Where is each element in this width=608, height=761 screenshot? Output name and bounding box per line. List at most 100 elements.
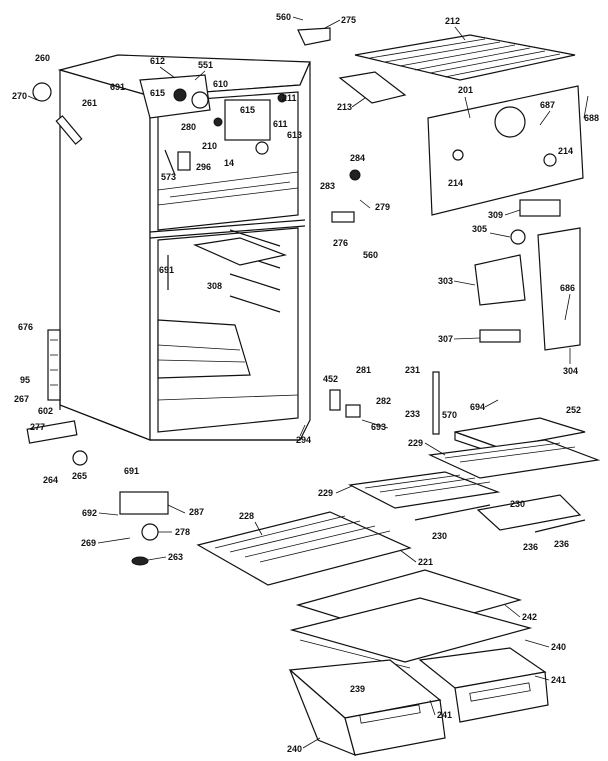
callout-304: 304 (563, 366, 578, 376)
callout-236a: 236 (523, 542, 538, 552)
control-panel-304 (537, 227, 581, 351)
shelf-229-upper (427, 439, 601, 479)
callout-263: 263 (168, 552, 183, 562)
callout-283: 283 (320, 181, 335, 191)
callout-267: 267 (14, 394, 29, 404)
callout-692: 692 (82, 508, 97, 518)
callout-694: 694 (470, 402, 485, 412)
ice-tray-213 (338, 71, 407, 104)
knob-305 (510, 229, 526, 245)
bracket-307 (479, 329, 521, 343)
callout-613: 613 (287, 130, 302, 140)
drawer-236 (476, 494, 582, 531)
rail-230 (414, 504, 491, 521)
callout-560b: 560 (363, 250, 378, 260)
callout-252: 252 (566, 405, 581, 415)
callout-239: 239 (350, 684, 365, 694)
callout-213: 213 (337, 102, 352, 112)
cabinet (47, 54, 311, 441)
callout-233: 233 (405, 409, 420, 419)
bracket-282 (345, 404, 361, 418)
bracket-452 (329, 389, 341, 411)
callout-275: 275 (341, 15, 356, 25)
callout-570: 570 (442, 410, 457, 420)
callout-687: 687 (540, 100, 555, 110)
callout-686: 686 (560, 283, 575, 293)
callout-284: 284 (350, 153, 365, 163)
callout-261: 261 (82, 98, 97, 108)
callout-573: 573 (161, 172, 176, 182)
callout-230a: 230 (510, 499, 525, 509)
callout-611: 611 (273, 119, 288, 129)
roller-265 (72, 450, 88, 466)
damper-275 (297, 27, 331, 46)
callout-278: 278 (175, 527, 190, 537)
callout-242: 242 (522, 612, 537, 622)
leveler-263 (131, 556, 149, 566)
bulb-284 (349, 169, 361, 181)
callout-287: 287 (189, 507, 204, 517)
callout-281: 281 (356, 365, 371, 375)
caster-278 (141, 523, 159, 541)
callout-229b: 229 (318, 488, 333, 498)
callout-201: 201 (458, 85, 473, 95)
callout-294: 294 (296, 435, 311, 445)
callout-691: 691 (110, 82, 125, 92)
callout-452: 452 (323, 374, 338, 384)
callout-236b: 236 (554, 539, 569, 549)
hinge-277 (26, 420, 78, 444)
shelf-228 (196, 511, 412, 586)
callout-95: 95 (20, 375, 30, 385)
callout-260: 260 (35, 53, 50, 63)
bracket-276 (331, 211, 355, 223)
callout-612: 612 (150, 56, 165, 66)
callout-240a: 240 (551, 642, 566, 652)
callout-270: 270 (12, 91, 27, 101)
callout-280: 280 (181, 122, 196, 132)
callout-labels: 560 275 212 260 612 551 270 261 691 615 … (12, 12, 599, 754)
callout-691b: 691 (159, 265, 174, 275)
callout-212: 212 (445, 16, 460, 26)
callout-265: 265 (72, 471, 87, 481)
callout-303: 303 (438, 276, 453, 286)
callout-296: 296 (196, 162, 211, 172)
callout-229a: 229 (408, 438, 423, 448)
callout-610: 610 (213, 79, 228, 89)
callout-214b: 214 (448, 178, 463, 188)
callout-276: 276 (333, 238, 348, 248)
callout-688: 688 (584, 113, 599, 123)
callout-241b: 241 (437, 710, 452, 720)
callout-693: 693 (371, 422, 386, 432)
callout-307: 307 (438, 334, 453, 344)
callout-14: 14 (224, 158, 234, 168)
callout-691c: 691 (124, 466, 139, 476)
callout-305: 305 (472, 224, 487, 234)
label-309 (519, 199, 561, 217)
shelf-229-lower (348, 471, 501, 509)
callout-602: 602 (38, 406, 53, 416)
callout-241a: 241 (551, 675, 566, 685)
callout-308: 308 (207, 281, 222, 291)
callout-282: 282 (376, 396, 391, 406)
callout-560: 560 (276, 12, 291, 22)
crisper-drawer-left (288, 659, 446, 757)
housing-303 (474, 254, 526, 306)
callout-269: 269 (81, 538, 96, 548)
leader-lines (27, 16, 589, 749)
callout-228: 228 (239, 511, 254, 521)
callout-615b: 615 (240, 105, 255, 115)
callout-210: 210 (202, 141, 217, 151)
callout-230b: 230 (432, 531, 447, 541)
callout-214a: 214 (558, 146, 573, 156)
callout-240b: 240 (287, 744, 302, 754)
callout-277: 277 (30, 422, 45, 432)
callout-615: 615 (150, 88, 165, 98)
callout-551: 551 (198, 60, 213, 70)
callout-211: 211 (282, 93, 297, 103)
callout-279: 279 (375, 202, 390, 212)
callout-264: 264 (43, 475, 58, 485)
callout-676: 676 (18, 322, 33, 332)
hinge-287 (119, 491, 169, 515)
callout-231: 231 (405, 365, 420, 375)
